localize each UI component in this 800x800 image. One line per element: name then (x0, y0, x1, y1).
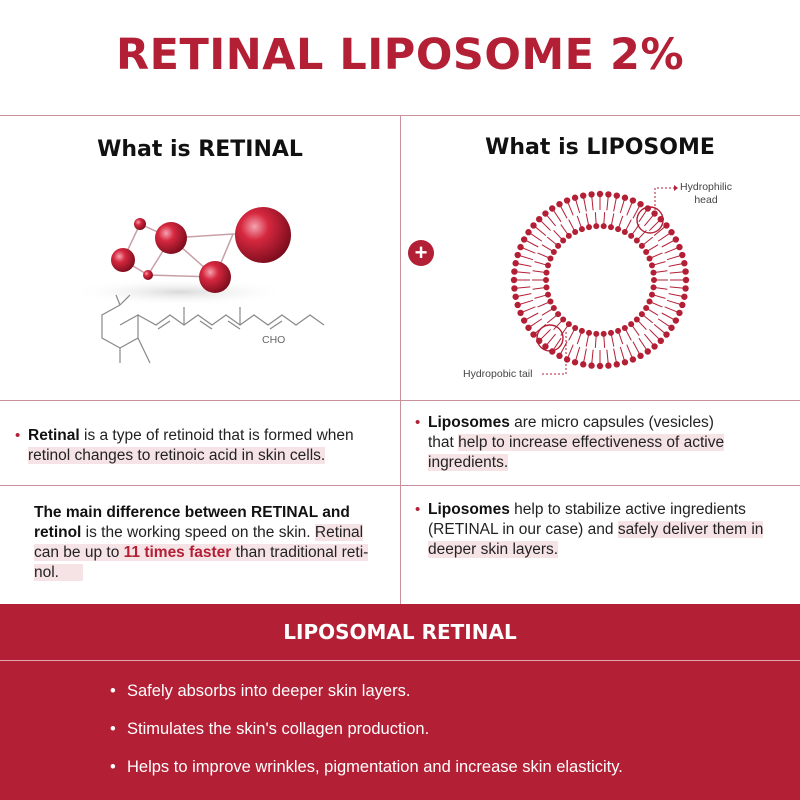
benefits-title: LIPOSOMAL RETINAL (283, 620, 517, 644)
fact-bold-2: retinol (34, 524, 82, 541)
benefit-item: • Safely absorbs into deeper skin layers… (110, 682, 411, 701)
fact-line: can be up to 11 times faster than tradit… (34, 543, 399, 563)
fact-line: ingredients. (428, 453, 793, 473)
fact-highlight-2: ingredients. (428, 454, 509, 471)
benefits-band (0, 604, 800, 800)
fact-line: deeper skin layers. (428, 540, 793, 560)
fact-highlight-3: than traditional reti- (231, 544, 369, 561)
fact-line: (RETINAL in our case) and safely deliver… (428, 520, 793, 540)
fact-bold: Liposomes (428, 501, 510, 518)
fact-line: nol. (34, 563, 399, 583)
fact-liposome-definition: • Liposomes are micro capsules (vesicles… (415, 413, 793, 473)
pointer-hydrophobic (542, 332, 567, 375)
benefit-item: • Helps to improve wrinkles, pigmentatio… (110, 758, 623, 777)
fact-text-2: (RETINAL in our case) and (428, 521, 618, 538)
fact-highlight-4: nol. (34, 564, 83, 581)
fact-highlight: help to increase effectiveness of active (458, 434, 725, 451)
heading-liposome: What is LIPOSOME (485, 135, 715, 160)
fact-bold: Liposomes (428, 414, 510, 431)
benefits-divider (0, 660, 800, 661)
fact-highlight: safely deliver them in (617, 521, 764, 538)
fact-line: Liposomes are micro capsules (vesicles) (428, 413, 793, 433)
bullet-dot-icon: • (15, 427, 21, 444)
label-hydrophilic-line2: head (694, 194, 718, 206)
fact-retinal-difference: The main difference between RETINAL and … (34, 503, 399, 583)
bullet-dot-icon: • (415, 414, 421, 431)
heading-retinal: What is RETINAL (97, 137, 303, 162)
divider-middle (0, 400, 800, 401)
fact-highlight-1: Retinal (314, 524, 364, 541)
fact-line: Retinal is a type of retinoid that is fo… (28, 426, 393, 446)
bullet-dot-icon: • (110, 720, 116, 738)
fact-highlight: retinol changes to retinoic acid in skin… (28, 447, 326, 464)
fact-text: help to stabilize active ingredients (509, 501, 746, 518)
fact-retinal-definition: • Retinal is a type of retinoid that is … (15, 426, 393, 466)
plus-icon: + (408, 240, 434, 266)
fact-line: that help to increase effectiveness of a… (428, 433, 793, 453)
fact-emphasis: 11 times faster (123, 544, 232, 561)
divider-facts (0, 485, 800, 486)
benefit-text: Stimulates the skin's collagen productio… (127, 720, 430, 738)
label-hydrophobic: Hydropobic tail (463, 368, 533, 380)
bullet-dot-icon: • (110, 758, 116, 776)
divider-center (400, 115, 401, 604)
bullet-dot-icon: • (110, 682, 116, 700)
liposome-illustration (510, 190, 690, 370)
benefit-item: • Stimulates the skin's collagen product… (110, 720, 430, 739)
molecule-illustration (70, 207, 325, 364)
fact-bold: Retinal (28, 427, 80, 444)
page-title: RETINAL LIPOSOME 2% (115, 30, 685, 80)
fact-highlight-2: deeper skin layers. (428, 541, 559, 558)
fact-text: is the working speed on the skin. (81, 524, 311, 541)
fact-line: retinol is the working speed on the skin… (34, 523, 399, 543)
fact-highlight-2: can be up to (34, 544, 124, 561)
label-hydrophilic-line1: Hydrophilic (680, 181, 732, 193)
fact-line: retinol changes to retinoic acid in skin… (28, 446, 393, 466)
fact-bold-1: The main difference between RETINAL and (34, 504, 350, 521)
fact-text: is a type of retinoid that is formed whe… (79, 427, 354, 444)
chem-label-cho: CHO (262, 334, 286, 346)
fact-line: Liposomes help to stabilize active ingre… (428, 500, 793, 520)
label-hydrophilic: Hydrophilic head (676, 181, 736, 207)
fact-text-2: that (428, 434, 459, 451)
pointer-hydrophilic (654, 185, 678, 210)
benefit-text: Helps to improve wrinkles, pigmentation … (127, 758, 623, 776)
fact-text: are micro capsules (vesicles) (509, 414, 714, 431)
benefit-text: Safely absorbs into deeper skin layers. (127, 682, 411, 700)
fact-line: The main difference between RETINAL and (34, 503, 399, 523)
fact-liposome-stabilize: • Liposomes help to stabilize active ing… (415, 500, 793, 560)
bullet-dot-icon: • (415, 501, 421, 518)
